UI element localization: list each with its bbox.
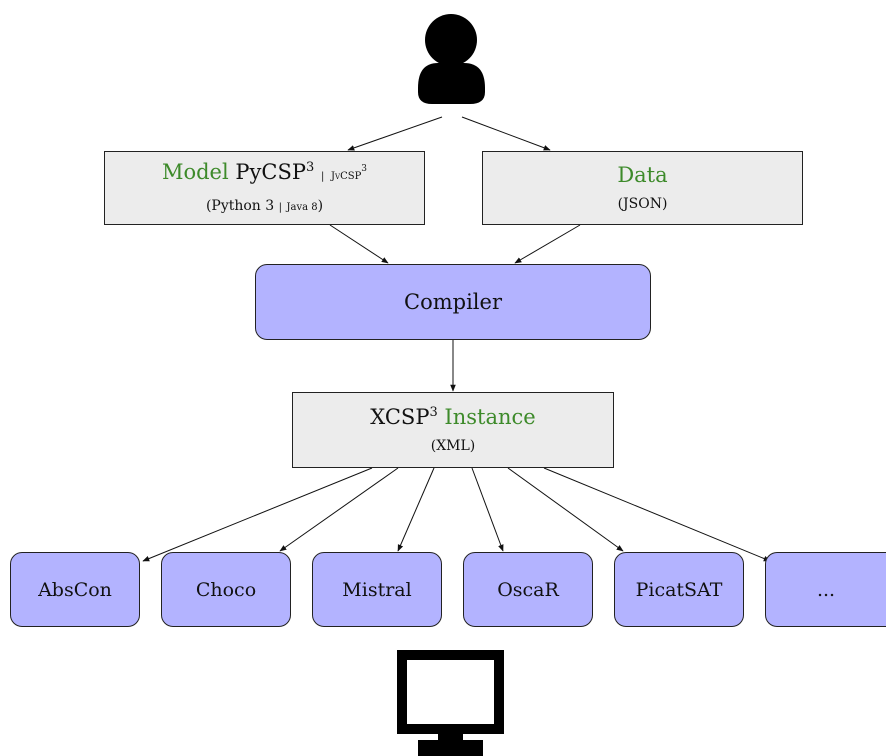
arrow-instance-to-more <box>543 467 771 562</box>
model-node: Model PyCSP3 | JvCSP3 (Python 3 | Java 8… <box>104 151 425 225</box>
model-language-version: 3 <box>305 159 315 175</box>
arrow-instance-to-oscar <box>471 467 504 552</box>
arrow-instance-to-abscon <box>142 467 373 562</box>
user-icon <box>418 14 485 104</box>
model-paren-open: ( <box>205 197 212 214</box>
arrow-instance-to-picatsat <box>507 467 624 552</box>
arrow-model-to-compiler <box>329 224 389 264</box>
data-node: Data (JSON) <box>482 151 803 225</box>
model-platforms: (Python 3 | Java 8) <box>206 196 323 218</box>
solver-label: Mistral <box>342 578 412 601</box>
model-separator: | <box>320 170 325 182</box>
model-language: PyCSP <box>235 159 306 184</box>
solver-label: ... <box>816 578 836 601</box>
solver-label: PicatSAT <box>635 578 723 601</box>
instance-name: XCSP <box>370 405 430 429</box>
solver-choco: Choco <box>161 552 291 627</box>
solver-picatsat: PicatSAT <box>614 552 744 627</box>
model-java: Java 8 <box>286 201 318 213</box>
arrow-user-to-data <box>461 116 551 151</box>
data-label: Data <box>617 163 668 187</box>
compiler-label: Compiler <box>404 290 502 314</box>
data-format: (JSON) <box>617 196 668 212</box>
instance-title: XCSP3 Instance <box>370 404 535 430</box>
model-alt-language: JvCSP <box>331 170 362 182</box>
arrow-instance-to-mistral <box>397 467 435 552</box>
solver-more: ... <box>765 552 886 627</box>
instance-node: XCSP3 Instance (XML) <box>292 392 614 468</box>
solver-label: OscaR <box>497 578 559 601</box>
arrow-user-to-model <box>347 116 443 151</box>
model-paren-close: ) <box>317 197 324 214</box>
solver-abscon: AbsCon <box>10 552 140 627</box>
computer-monitor-icon <box>397 650 504 756</box>
solver-oscar: OscaR <box>463 552 593 627</box>
instance-label: Instance <box>444 405 536 429</box>
instance-format: (XML) <box>430 438 476 454</box>
model-title: Model PyCSP3 | JvCSP3 <box>162 159 367 190</box>
solver-mistral: Mistral <box>312 552 442 627</box>
arrow-data-to-compiler <box>514 224 581 264</box>
model-alt-language-version: 3 <box>361 163 368 174</box>
instance-version: 3 <box>429 405 438 420</box>
compiler-node: Compiler <box>255 264 651 340</box>
solver-label: Choco <box>195 578 257 601</box>
arrow-instance-to-choco <box>279 467 399 552</box>
solver-label: AbsCon <box>38 578 112 601</box>
model-python: Python 3 <box>211 197 275 214</box>
model-label: Model <box>161 159 229 184</box>
model-platform-separator: | <box>278 201 283 213</box>
